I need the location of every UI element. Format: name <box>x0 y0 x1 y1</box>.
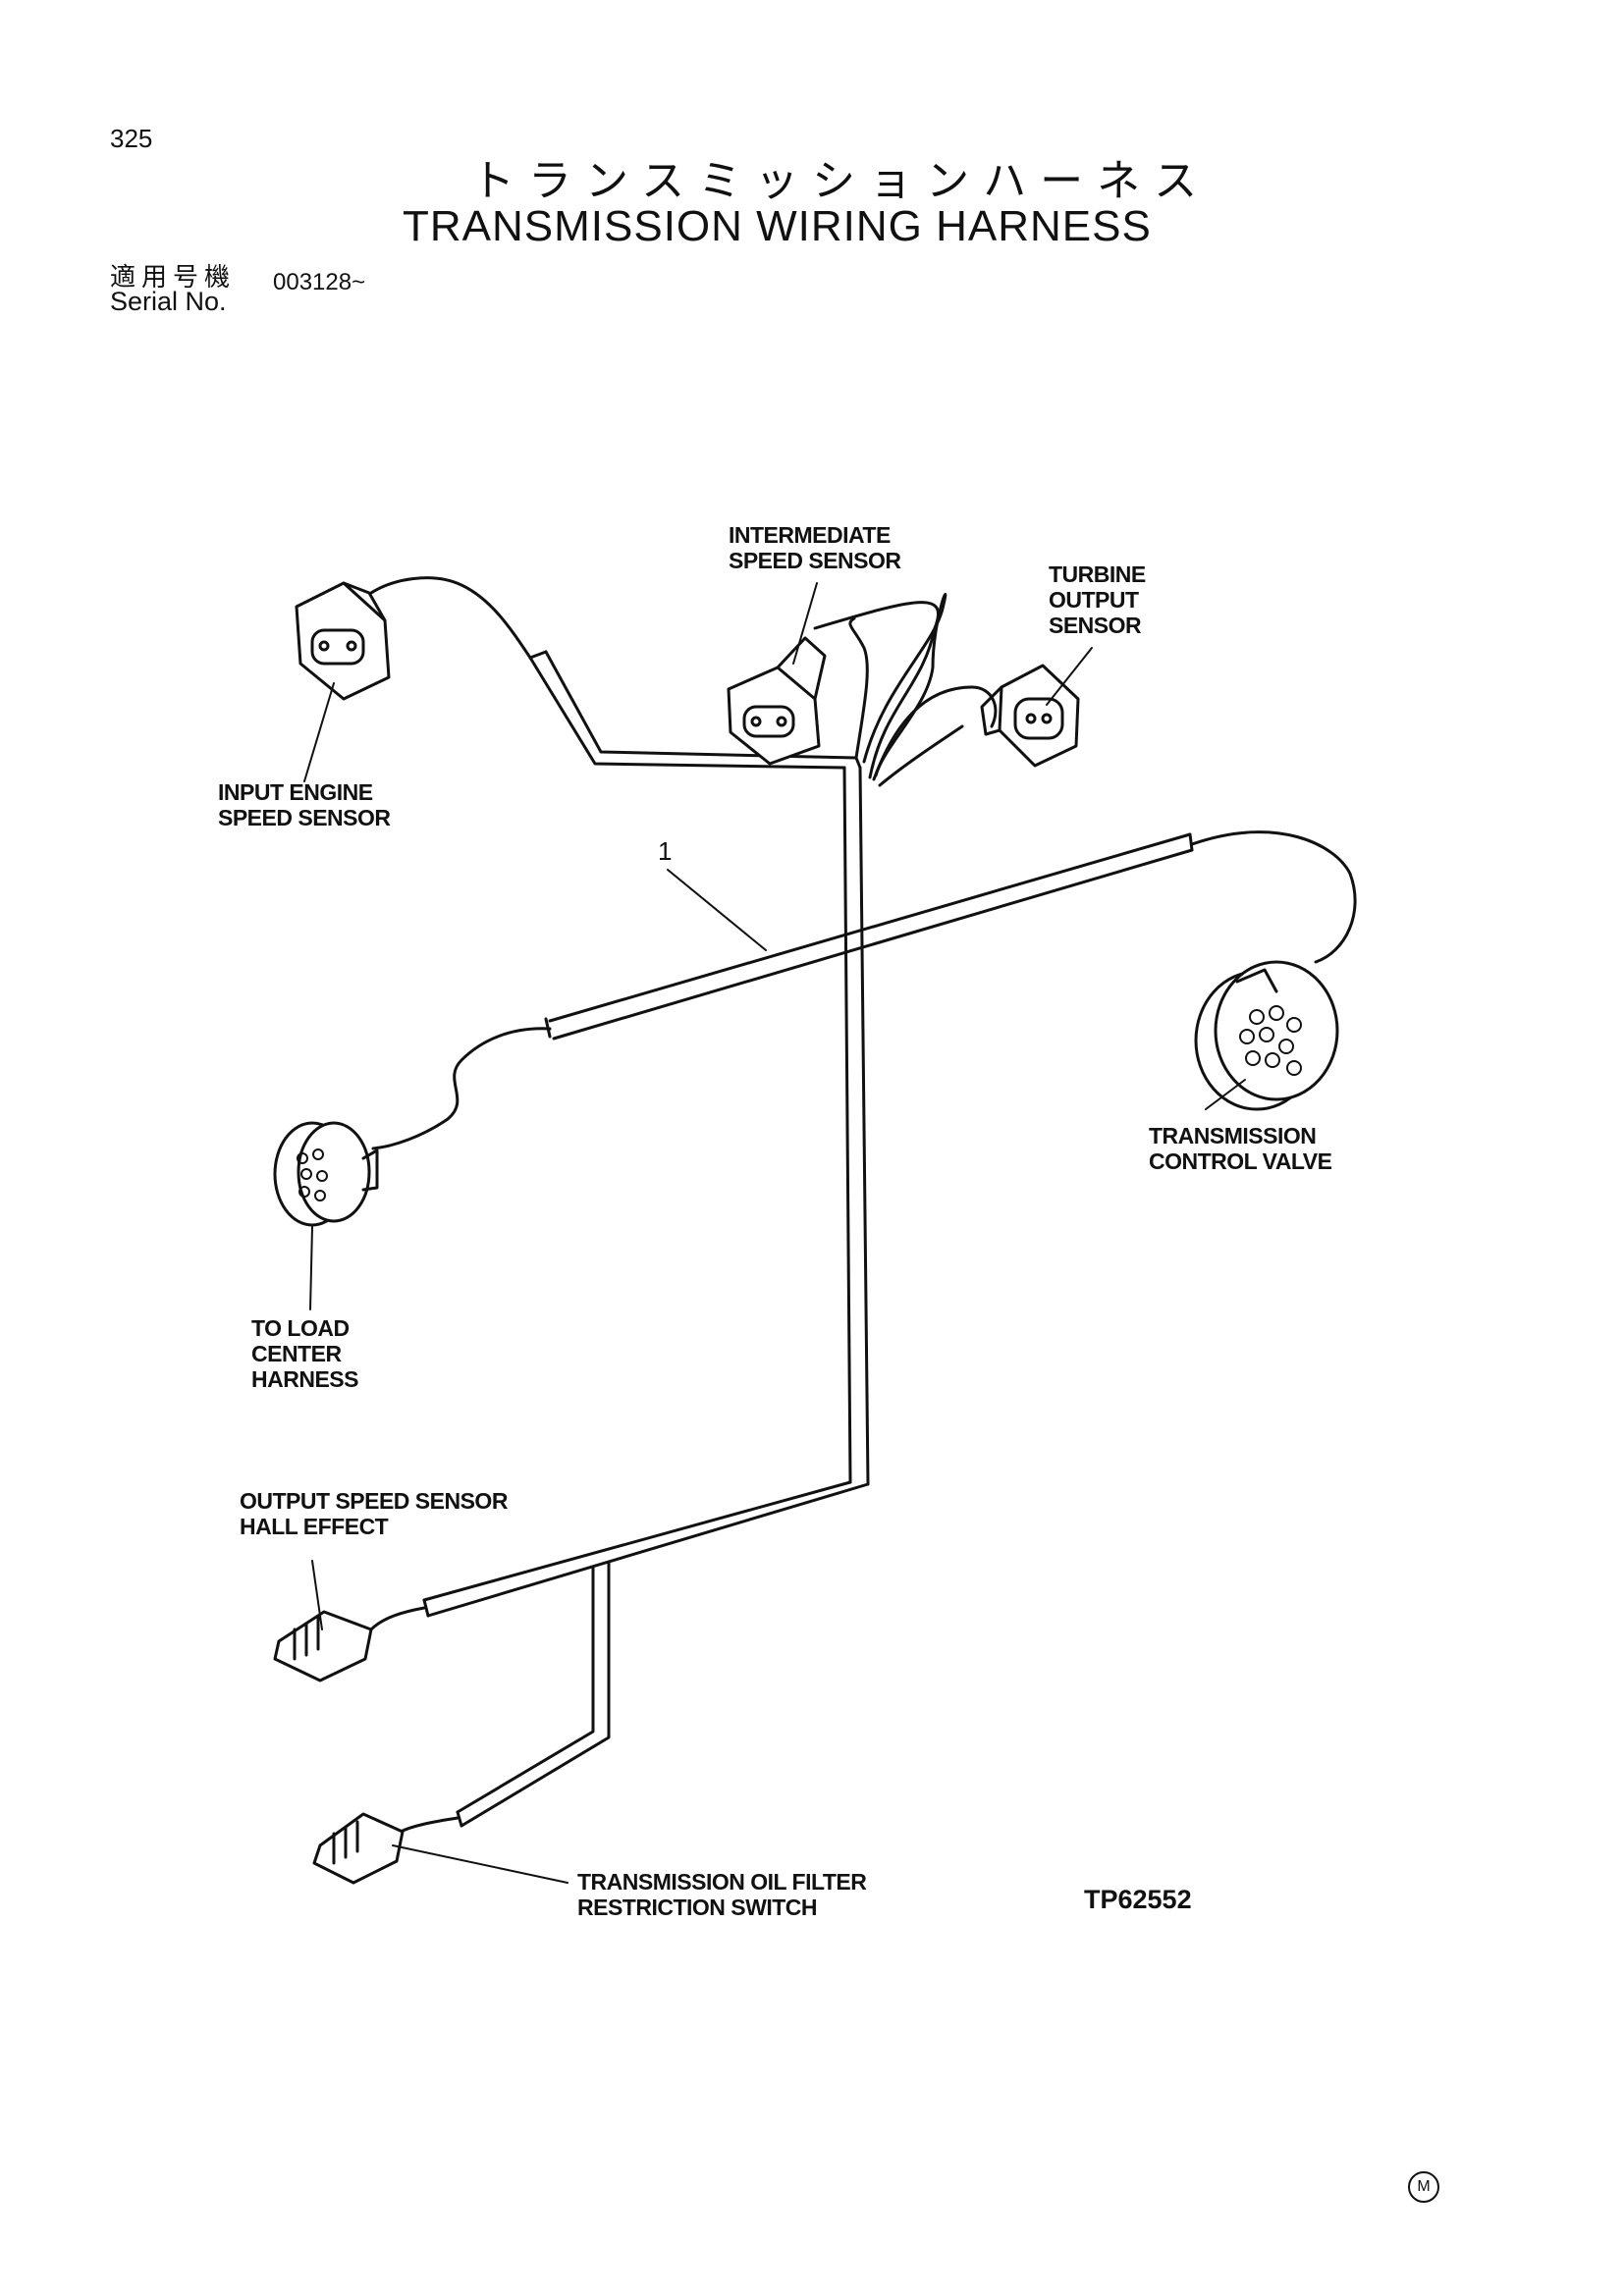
transmission-control-valve-connector <box>1194 960 1339 1111</box>
figure-number: TP62552 <box>1084 1885 1192 1914</box>
serial-value: 003128~ <box>273 269 366 295</box>
oil-filter-branch <box>399 1561 611 1834</box>
label-output-speed-sensor: OUTPUT SPEED SENSOR HALL EFFECT <box>240 1488 508 1539</box>
control-valve-branch <box>1190 830 1357 964</box>
page-number: 325 <box>110 124 153 153</box>
title-japanese: トランスミッションハーネス <box>471 156 1212 206</box>
label-input-engine-speed-sensor: INPUT ENGINE SPEED SENSOR <box>218 779 391 830</box>
output-sensor-branch <box>369 1480 870 1631</box>
label-oil-filter-switch: TRANSMISSION OIL FILTER RESTRICTION SWIT… <box>577 1869 867 1920</box>
load-center-branch <box>371 1027 552 1150</box>
input-sensor-branch <box>369 576 862 770</box>
upper-sensor-branches <box>813 593 998 787</box>
label-to-load-center-harness: TO LOAD CENTER HARNESS <box>251 1315 358 1392</box>
label-turbine-output-sensor: TURBINE OUTPUT SENSOR <box>1049 561 1146 638</box>
label-transmission-control-valve: TRANSMISSION CONTROL VALVE <box>1149 1123 1332 1174</box>
output-speed-sensor-connector <box>273 1610 373 1682</box>
serial-label-english: Serial No. <box>110 287 227 316</box>
main-trunk <box>544 832 1194 1041</box>
serial-label-japanese: 適用号機 <box>110 263 237 293</box>
load-center-connector <box>273 1121 379 1227</box>
leader-lines <box>303 582 1246 1884</box>
vertical-trunk <box>842 766 870 1486</box>
oil-filter-switch-connector <box>312 1812 405 1885</box>
intermediate-speed-sensor-connector <box>727 636 827 766</box>
input-engine-speed-sensor-connector <box>295 581 391 701</box>
title-english: TRANSMISSION WIRING HARNESS <box>403 202 1152 250</box>
callout-number: 1 <box>658 836 673 866</box>
label-intermediate-speed-sensor: INTERMEDIATE SPEED SENSOR <box>729 522 901 573</box>
corner-mark: M <box>1408 2171 1439 2203</box>
